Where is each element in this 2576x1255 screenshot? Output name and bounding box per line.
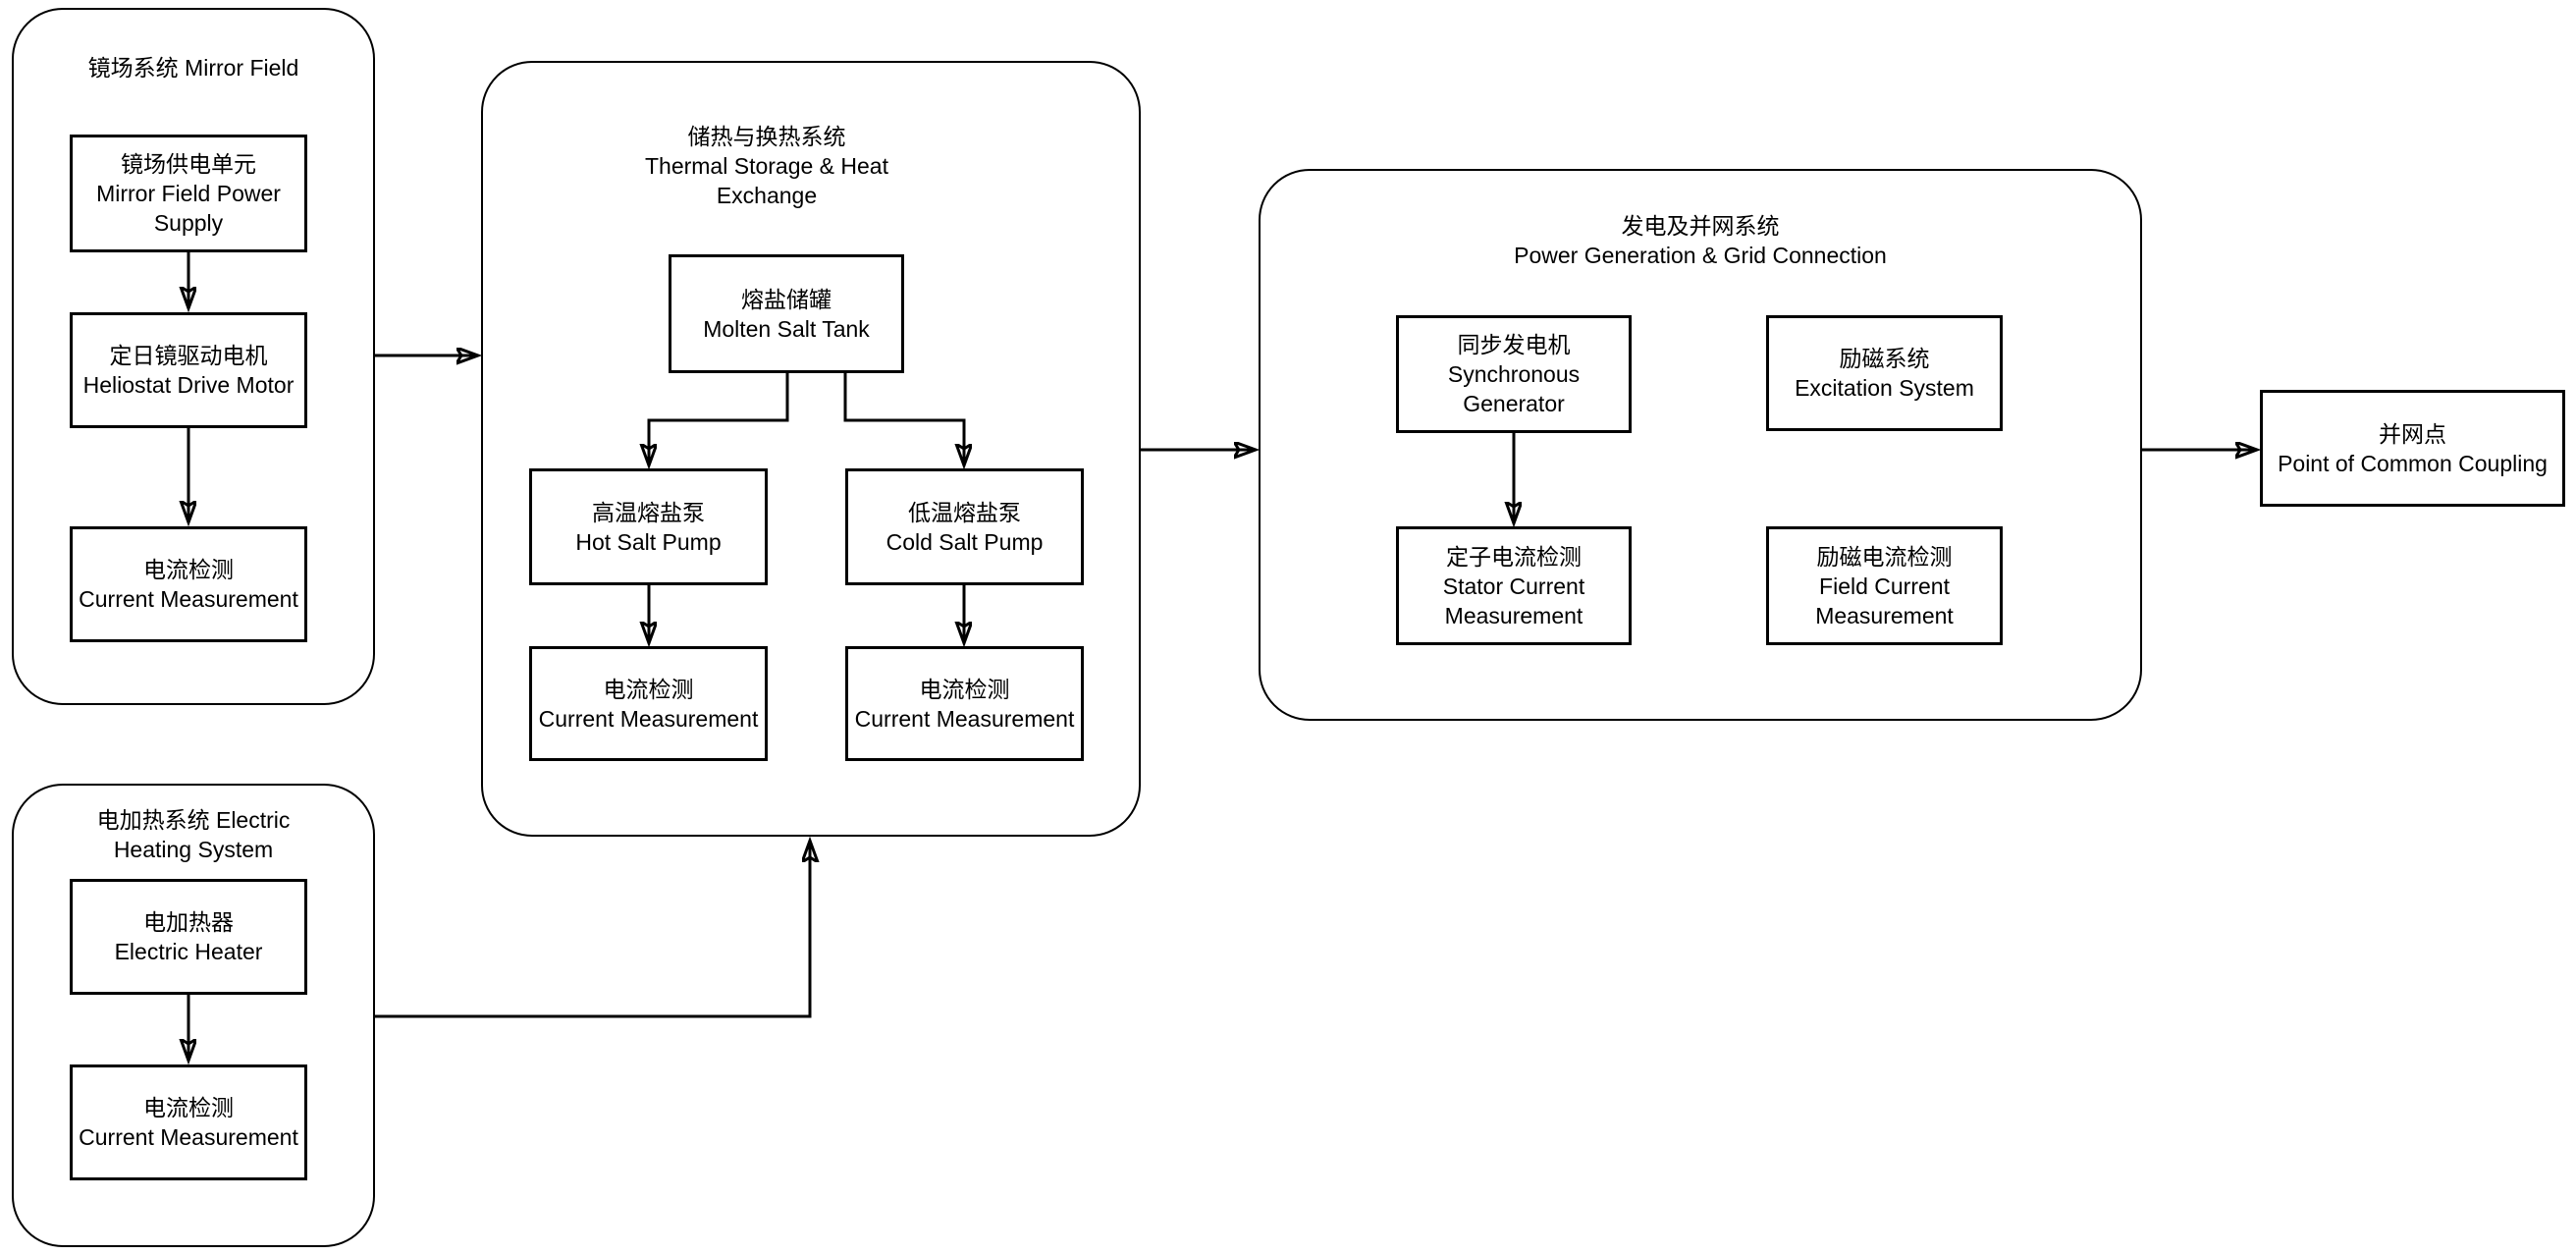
node-cold-pump-current-measurement: 电流检测 Current Measurement [845, 646, 1084, 761]
node-mirror-current-measurement: 电流检测 Current Measurement [70, 526, 307, 642]
node-cold-salt-pump: 低温熔盐泵 Cold Salt Pump [845, 468, 1084, 585]
arrow-tank-to-hot-salt-pump [649, 373, 789, 465]
node-heater-current-measurement: 电流检测 Current Measurement [70, 1064, 307, 1180]
group-thermal-storage: 储热与换热系统 Thermal Storage & Heat Exchange [481, 61, 1141, 837]
node-stator-current-measurement: 定子电流检测 Stator Current Measurement [1396, 526, 1632, 645]
node-synchronous-generator: 同步发电机 Synchronous Generator [1396, 315, 1632, 433]
group-title-electric-heating: 电加热系统 Electric Heating System [96, 807, 291, 862]
group-title-mirror-field: 镜场系统 Mirror Field [87, 55, 299, 81]
group-title-power-generation: 发电及并网系统 Power Generation & Grid Connecti… [1514, 213, 1887, 268]
node-point-of-common-coupling: 并网点 Point of Common Coupling [2260, 390, 2565, 507]
node-electric-heater: 电加热器 Electric Heater [70, 879, 307, 995]
arrow-electric-heating-to-thermal-storage [375, 841, 810, 1018]
arrow-tank-to-cold-salt-pump [843, 373, 964, 465]
node-mirror-field-power-supply: 镜场供电单元 Mirror Field Power Supply [70, 135, 307, 252]
group-title-thermal-storage: 储热与换热系统 Thermal Storage & Heat Exchange [644, 124, 888, 208]
node-hot-salt-pump: 高温熔盐泵 Hot Salt Pump [529, 468, 768, 585]
group-electric-heating: 电加热系统 Electric Heating System [12, 784, 375, 1247]
node-field-current-measurement: 励磁电流检测 Field Current Measurement [1766, 526, 2003, 645]
group-mirror-field: 镜场系统 Mirror Field [12, 8, 375, 705]
node-hot-pump-current-measurement: 电流检测 Current Measurement [529, 646, 768, 761]
node-excitation-system: 励磁系统 Excitation System [1766, 315, 2003, 431]
node-heliostat-drive-motor: 定日镜驱动电机 Heliostat Drive Motor [70, 312, 307, 428]
node-molten-salt-tank: 熔盐储罐 Molten Salt Tank [669, 254, 904, 373]
group-power-generation: 发电及并网系统 Power Generation & Grid Connecti… [1259, 169, 2142, 721]
